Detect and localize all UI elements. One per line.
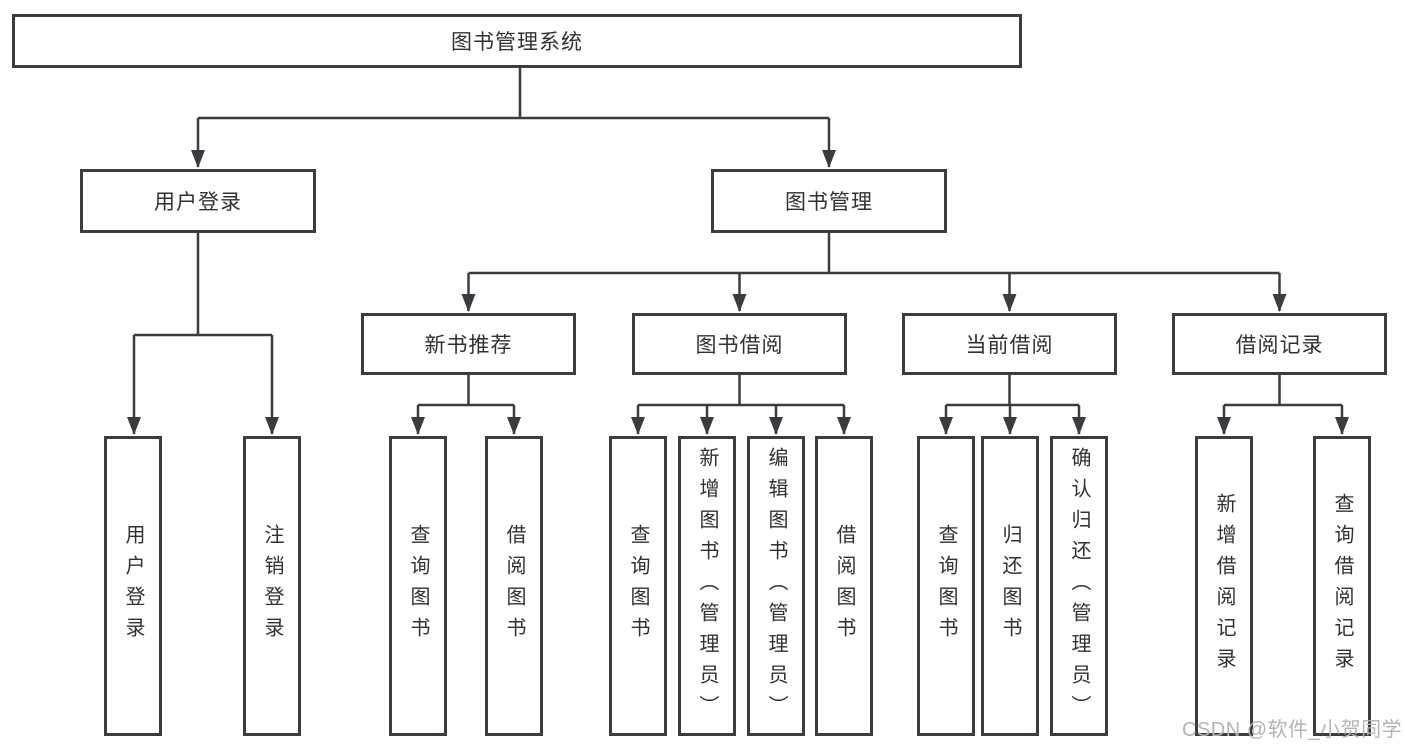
node-root: 图书管理系统 (12, 14, 1022, 68)
leaf-query-books-recommend-label: 查询图书 (407, 524, 429, 648)
leaf-return-books: 归还图书 (981, 436, 1039, 736)
node-borrow-records-label: 借阅记录 (1235, 334, 1324, 357)
leaf-return-books-label: 归还图书 (999, 524, 1021, 648)
leaf-edit-books-admin: 编辑图书（管理员） (747, 436, 805, 736)
leaf-confirm-return-admin-label: 确认归还（管理员） (1068, 446, 1090, 726)
wire-new-book (418, 375, 514, 407)
leaf-logout-label: 注销登录 (261, 524, 283, 648)
node-book-management-label: 图书管理 (785, 191, 873, 214)
leaf-edit-books-admin-label: 编辑图书（管理员） (765, 446, 787, 726)
leaf-add-borrow-record-label: 新增借阅记录 (1213, 493, 1235, 679)
wire-user-login (134, 233, 272, 337)
leaf-query-books-current: 查询图书 (917, 436, 975, 736)
wire-book-management (468, 233, 1280, 275)
node-user-login-label: 用户登录 (154, 191, 242, 214)
leaf-query-books-current-label: 查询图书 (935, 524, 957, 648)
leaf-borrow-books-recommend-label: 借阅图书 (503, 524, 525, 648)
leaf-query-books-borrow: 查询图书 (609, 436, 667, 736)
node-user-login: 用户登录 (80, 169, 316, 233)
wire-book-borrow (638, 375, 844, 407)
leaf-query-borrow-record-label: 查询借阅记录 (1331, 493, 1353, 679)
leaf-borrow-books-recommend: 借阅图书 (485, 436, 543, 736)
csdn-watermark: CSDN @软件_小贺同学 (1182, 719, 1403, 741)
leaf-borrow-books: 借阅图书 (815, 436, 873, 736)
node-new-book-recommend: 新书推荐 (361, 313, 576, 375)
leaf-query-books-recommend: 查询图书 (389, 436, 447, 736)
node-book-management: 图书管理 (711, 169, 947, 233)
leaf-logout: 注销登录 (243, 436, 301, 736)
node-book-borrow-label: 图书借阅 (695, 334, 784, 357)
wire-current-borrow (946, 375, 1079, 407)
leaf-add-books-admin-label: 新增图书（管理员） (696, 446, 718, 726)
leaf-user-login-label: 用户登录 (122, 524, 144, 648)
node-root-label: 图书管理系统 (451, 31, 583, 54)
node-current-borrow: 当前借阅 (902, 313, 1117, 375)
leaf-user-login: 用户登录 (104, 436, 162, 736)
leaf-add-books-admin: 新增图书（管理员） (678, 436, 736, 736)
leaf-borrow-books-label: 借阅图书 (833, 524, 855, 648)
leaf-query-books-borrow-label: 查询图书 (627, 524, 649, 648)
wire-root (198, 68, 829, 120)
node-current-borrow-label: 当前借阅 (965, 334, 1054, 357)
leaf-query-borrow-record: 查询借阅记录 (1313, 436, 1371, 736)
node-new-book-recommend-label: 新书推荐 (424, 334, 513, 357)
node-book-borrow: 图书借阅 (632, 313, 847, 375)
leaf-confirm-return-admin: 确认归还（管理员） (1050, 436, 1108, 736)
node-borrow-records: 借阅记录 (1172, 313, 1387, 375)
wire-borrow-records (1224, 375, 1342, 407)
leaf-add-borrow-record: 新增借阅记录 (1195, 436, 1253, 736)
